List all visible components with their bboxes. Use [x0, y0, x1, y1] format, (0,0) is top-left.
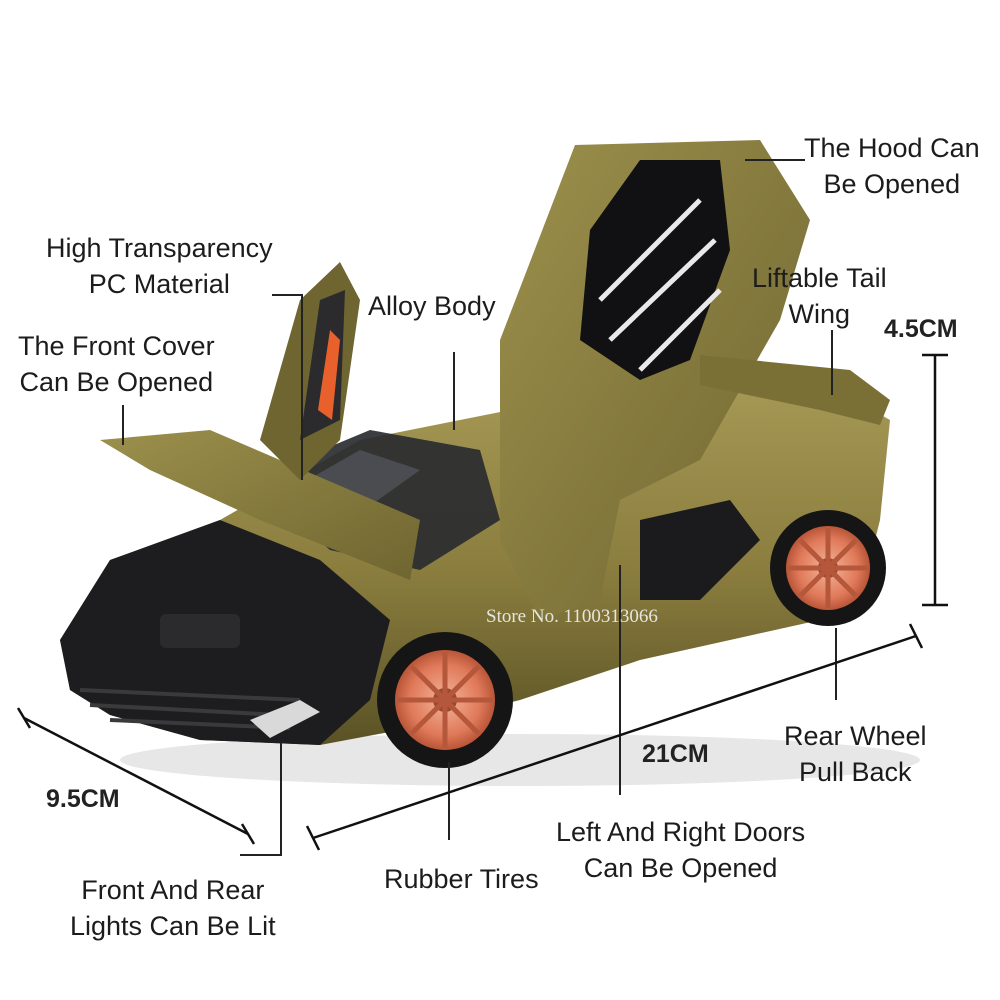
- dimension-height: 4.5CM: [884, 315, 958, 343]
- headlight: [250, 700, 320, 738]
- side-intake: [640, 500, 760, 600]
- front-wheel: [377, 632, 513, 768]
- label-alloy-body: Alloy Body: [368, 291, 496, 321]
- ground-shadow: [120, 734, 920, 786]
- dimension-lines: [16, 353, 948, 851]
- dimension-length: 21CM: [642, 740, 709, 768]
- rear-wheel: [770, 510, 886, 626]
- right-door-open: [500, 140, 810, 620]
- front-cover-open: [100, 430, 420, 580]
- left-door-accent: [318, 330, 340, 420]
- tail-wing: [700, 355, 890, 425]
- right-door-window: [580, 160, 730, 380]
- label-rubber-tires: Rubber Tires: [384, 864, 539, 894]
- dimension-width: 9.5CM: [46, 785, 120, 813]
- right-door-window-grid: [598, 198, 722, 372]
- hood-vent: [160, 614, 240, 648]
- store-watermark: Store No. 1100313066: [486, 606, 658, 627]
